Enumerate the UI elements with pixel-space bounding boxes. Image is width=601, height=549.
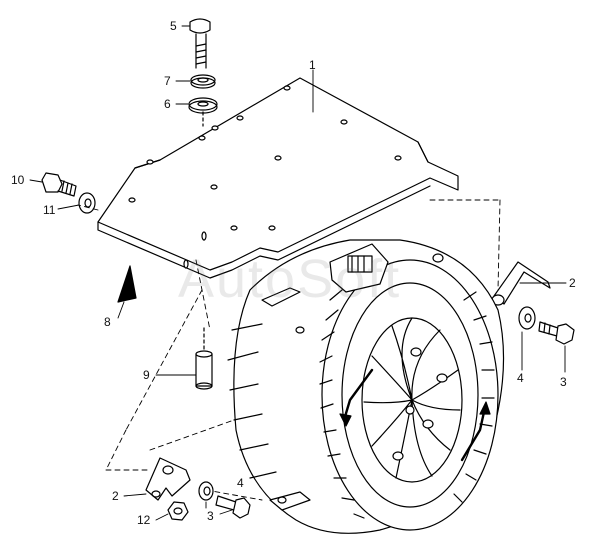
callout-2-right: 2: [569, 276, 576, 290]
washer-right: [518, 306, 536, 330]
bolt-top: [189, 18, 211, 69]
spacer-tube: [195, 327, 213, 390]
bolt-right: [538, 321, 575, 345]
callout-8: 8: [104, 315, 111, 329]
callout-7: 7: [164, 74, 171, 88]
callout-2-left: 2: [112, 489, 119, 503]
callout-4-bottom: 4: [237, 476, 244, 490]
direction-arrow: [117, 265, 137, 303]
bolt-bottom: [215, 495, 251, 519]
callout-9: 9: [143, 368, 150, 382]
callout-10: 10: [11, 173, 25, 187]
bracket-bottom: [145, 457, 191, 501]
nut-bottom: [167, 501, 189, 521]
washer-left: [78, 192, 96, 214]
callout-3-right: 3: [560, 375, 567, 389]
bolt-left: [41, 172, 77, 197]
mounting-plate: [97, 77, 459, 279]
flat-washer-top: [188, 97, 218, 114]
callout-1: 1: [309, 58, 316, 72]
callout-12: 12: [137, 513, 151, 527]
watermark: AutoSoft: [178, 249, 402, 309]
callout-5: 5: [170, 19, 177, 33]
callout-6: 6: [164, 97, 171, 111]
leader-lines: [29, 25, 567, 521]
callout-3-bottom: 3: [207, 509, 214, 523]
bracket-right: [491, 261, 551, 306]
callout-11: 11: [43, 203, 56, 217]
spring-washer: [190, 74, 216, 89]
washer-bottom: [198, 481, 214, 501]
fan-assembly: [227, 239, 505, 534]
callout-4-right: 4: [517, 371, 524, 385]
